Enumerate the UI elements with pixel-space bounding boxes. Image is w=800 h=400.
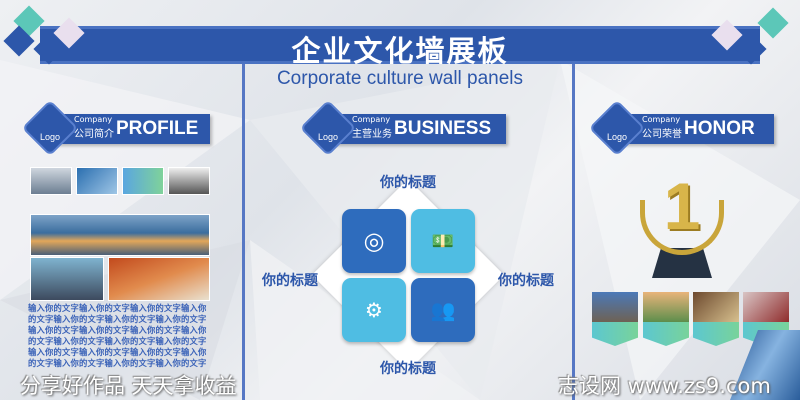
company-label: Company [352, 115, 391, 124]
company-label: Company [74, 115, 113, 124]
section-en-label: BUSINESS [394, 118, 492, 139]
section-en-label: PROFILE [116, 118, 199, 139]
section-cn-label: 公司简介 [74, 129, 114, 140]
tile-presentation[interactable]: 👥 [411, 278, 475, 342]
section-cn-label: 公司荣誉 [642, 129, 682, 140]
page-subtitle: Corporate culture wall panels [276, 68, 524, 89]
tile-money[interactable]: 💵 [411, 209, 475, 273]
profile-text: 输入你的文字输入你的文字输入你的文字输入你的文字输入你的文字输入你的文字输入你的… [28, 303, 207, 368]
label-bottom: 你的标题 [380, 361, 436, 377]
photo-office [168, 167, 210, 195]
tile-engineer[interactable]: ⚙ [342, 278, 406, 342]
photo-dome [30, 167, 72, 195]
logo: Logo [39, 132, 61, 142]
photo-interior [108, 257, 210, 301]
title-banner [40, 26, 760, 64]
engineer-gear-icon: ⚙ [365, 298, 383, 322]
logo: Logo [606, 132, 628, 142]
watermark-right: 志设网 www.zs9.com [558, 374, 771, 398]
photo-gradient [122, 167, 164, 195]
photo-building [76, 167, 118, 195]
column-divider [572, 64, 575, 400]
honor-card [592, 292, 638, 346]
section-en-label: HONOR [684, 118, 755, 139]
label-top: 你的标题 [380, 175, 436, 191]
honor-card [643, 292, 689, 346]
company-label: Company [642, 115, 681, 124]
money-icon: 💵 [431, 230, 455, 252]
honor-card [693, 292, 739, 346]
target-icon: ◎ [363, 227, 385, 255]
watermark-left: 分享好作品 天天拿收益 [20, 374, 237, 398]
photo-stadium [30, 214, 210, 256]
presentation-icon: 👥 [430, 298, 456, 322]
trophy-number: 1 [663, 169, 701, 243]
label-left: 你的标题 [262, 273, 318, 289]
section-cn-label: 主营业务 [352, 129, 392, 140]
photo-bridge [30, 257, 104, 301]
column-divider [242, 64, 245, 400]
tile-target[interactable]: ◎ [342, 209, 406, 273]
logo: Logo [317, 132, 339, 142]
page-title: 企业文化墙展板 [291, 34, 509, 68]
label-right: 你的标题 [498, 273, 554, 289]
